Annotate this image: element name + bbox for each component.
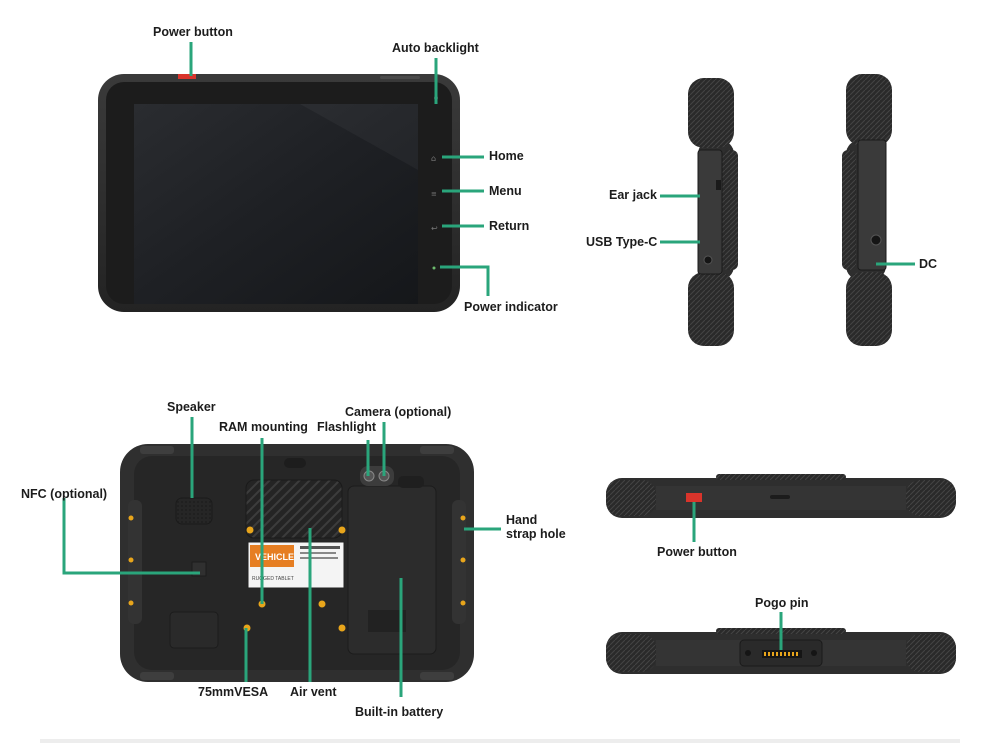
svg-text:≡: ≡ [431,190,437,198]
label-hand-strap-hole: Hand strap hole [506,513,566,541]
label-auto-backlight: Auto backlight [392,41,479,55]
svg-text:↩: ↩ [431,224,438,233]
front-leaders [189,42,490,296]
label-flashlight: Flashlight [317,420,377,434]
tablet-side-view-right [842,74,892,346]
side-left-leaders [660,194,700,244]
tablet-side-view-left [688,78,738,346]
label-built-in-battery: Built-in battery [355,705,444,719]
label-ear-jack: Ear jack [609,188,657,202]
label-nfc: NFC (optional) [21,487,108,501]
front-power-button-mark [178,74,196,79]
tablet-front-view: ⌂ ≡ ↩ [98,74,460,312]
label-home: Home [489,149,524,163]
label-dc: DC [919,257,938,271]
label-return: Return [489,219,530,233]
svg-text:⌂: ⌂ [431,154,436,163]
label-ram-mounting: RAM mounting [219,420,308,434]
tablet-top-edge-view [606,474,956,518]
label-power-button-top: Power button [153,25,233,39]
label-pogo-pin: Pogo pin [755,596,809,610]
back-leaders [62,417,501,697]
label-power-indicator: Power indicator [464,300,558,314]
label-air-vent: Air vent [290,685,337,699]
label-power-button-side: Power button [657,545,737,559]
sticker-sub: RUGGED TABLET [252,576,294,582]
tablet-back-view: VEHICLE RUGGED TABLET [120,444,474,682]
label-menu: Menu [489,184,522,198]
label-speaker: Speaker [167,400,216,414]
sticker-brand: VEHICLE [255,552,294,562]
label-vesa: 75mmVESA [198,685,269,699]
footer-divider [40,739,960,743]
label-camera: Camera (optional) [345,405,452,419]
label-usb-type-c: USB Type-C [586,235,658,249]
